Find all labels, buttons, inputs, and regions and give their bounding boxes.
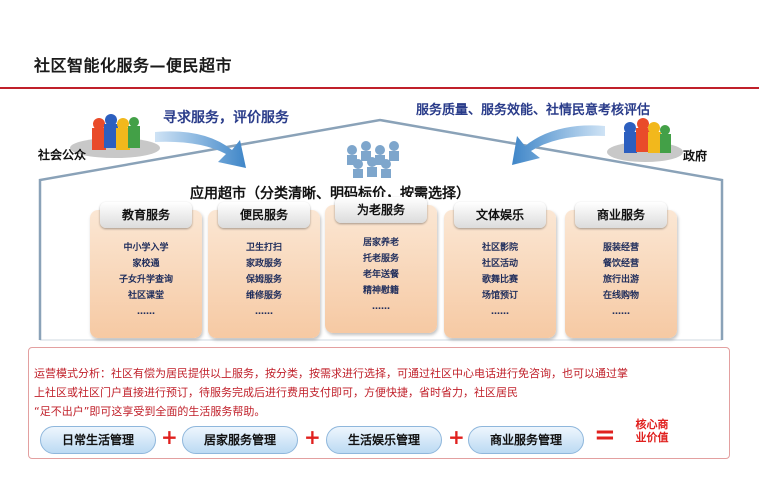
formula-term-entertainment: 生活娱乐管理 [326, 426, 442, 454]
community-people-icon [347, 141, 399, 178]
service-item: 保姆服务 [245, 275, 282, 285]
service-item: 社区课堂 [127, 291, 164, 301]
service-items: 居家养老 托老服务 老年送餐 精神慰籍 …… [325, 235, 437, 315]
service-item: …… [372, 302, 390, 312]
service-item: 维修服务 [245, 291, 282, 301]
service-item: …… [255, 307, 273, 317]
service-items: 社区影院 社区活动 歌舞比赛 场馆预订 …… [444, 240, 556, 320]
service-item: 旅行出游 [602, 275, 639, 285]
plus-sign: + [448, 425, 465, 449]
service-name: 为老服务 [335, 197, 427, 223]
core-value-label: 核心商 业价值 [623, 418, 681, 444]
service-item: 家校通 [132, 259, 160, 269]
equals-sign: = [594, 420, 616, 450]
service-item: 餐饮经营 [602, 259, 639, 269]
service-item: …… [491, 307, 509, 317]
analysis-line: 上社区或社区门户直接进行预订，待服务完成后进行费用支付即可，方便快捷，省时省力，… [34, 386, 518, 399]
service-item: …… [612, 307, 630, 317]
service-card-education: 教育服务 中小学入学 家校通 子女升学查询 社区课堂 …… [90, 202, 202, 338]
page-title: 社区智能化服务—便民超市 [34, 56, 233, 75]
service-item: 社区活动 [481, 259, 518, 269]
title-divider [0, 87, 759, 89]
service-item: 服装经营 [602, 243, 639, 253]
public-group-icon [70, 114, 160, 158]
analysis-line: “足不出户”即可这享受到全面的生活服务帮助。 [34, 405, 266, 418]
analysis-line: 运营模式分析：社区有偿为居民提供以上服务，按分类，按需求进行选择，可通过社区中心… [34, 367, 628, 380]
market-title: 应用超市（分类清晰、明码标价，按需选择） [190, 186, 470, 202]
formula-term-commercial: 商业服务管理 [468, 426, 584, 454]
service-item: 中小学入学 [123, 243, 169, 253]
analysis-text: 运营模式分析：社区有偿为居民提供以上服务，按分类，按需求进行选择，可通过社区中心… [34, 364, 724, 421]
formula-term-home-service: 居家服务管理 [182, 426, 298, 454]
service-item: 卫生打扫 [245, 243, 282, 253]
left-arrow [155, 131, 246, 168]
service-item: 场馆预订 [481, 291, 518, 301]
service-item: 托老服务 [362, 254, 399, 264]
service-card-commercial: 商业服务 服装经营 餐饮经营 旅行出游 在线购物 …… [565, 202, 677, 338]
government-group-icon [607, 118, 683, 162]
left-slogan: 寻求服务，评价服务 [163, 110, 289, 126]
service-name: 便民服务 [218, 202, 310, 228]
service-item: 歌舞比赛 [481, 275, 518, 285]
plus-sign: + [161, 425, 178, 449]
service-name: 商业服务 [575, 202, 667, 228]
plus-sign: + [304, 425, 321, 449]
service-items: 卫生打扫 家政服务 保姆服务 维修服务 …… [208, 240, 320, 320]
government-label: 政府 [683, 149, 708, 163]
service-item: 老年送餐 [362, 270, 399, 280]
formula-term-daily-life: 日常生活管理 [40, 426, 156, 454]
service-item: 家政服务 [245, 259, 282, 269]
public-label: 社会公众 [38, 148, 87, 162]
house-outline [38, 118, 724, 340]
service-item: 精神慰籍 [362, 286, 399, 296]
service-item: 社区影院 [481, 243, 518, 253]
service-item: …… [137, 307, 155, 317]
service-card-convenience: 便民服务 卫生打扫 家政服务 保姆服务 维修服务 …… [208, 202, 320, 338]
service-name: 教育服务 [100, 202, 192, 228]
service-item: 子女升学查询 [118, 275, 173, 285]
service-item: 居家养老 [362, 238, 399, 248]
core-value-line: 业价值 [635, 431, 669, 444]
service-items: 中小学入学 家校通 子女升学查询 社区课堂 …… [90, 240, 202, 320]
core-value-line: 核心商 [635, 418, 669, 431]
service-name: 文体娱乐 [454, 202, 546, 228]
service-card-entertainment: 文体娱乐 社区影院 社区活动 歌舞比赛 场馆预订 …… [444, 202, 556, 338]
right-slogan: 服务质量、服务效能、社情民意考核评估 [416, 103, 651, 118]
right-arrow [512, 125, 605, 165]
service-card-elderly: 为老服务 居家养老 托老服务 老年送餐 精神慰籍 …… [325, 197, 437, 333]
service-items: 服装经营 餐饮经营 旅行出游 在线购物 …… [565, 240, 677, 320]
service-item: 在线购物 [602, 291, 639, 301]
